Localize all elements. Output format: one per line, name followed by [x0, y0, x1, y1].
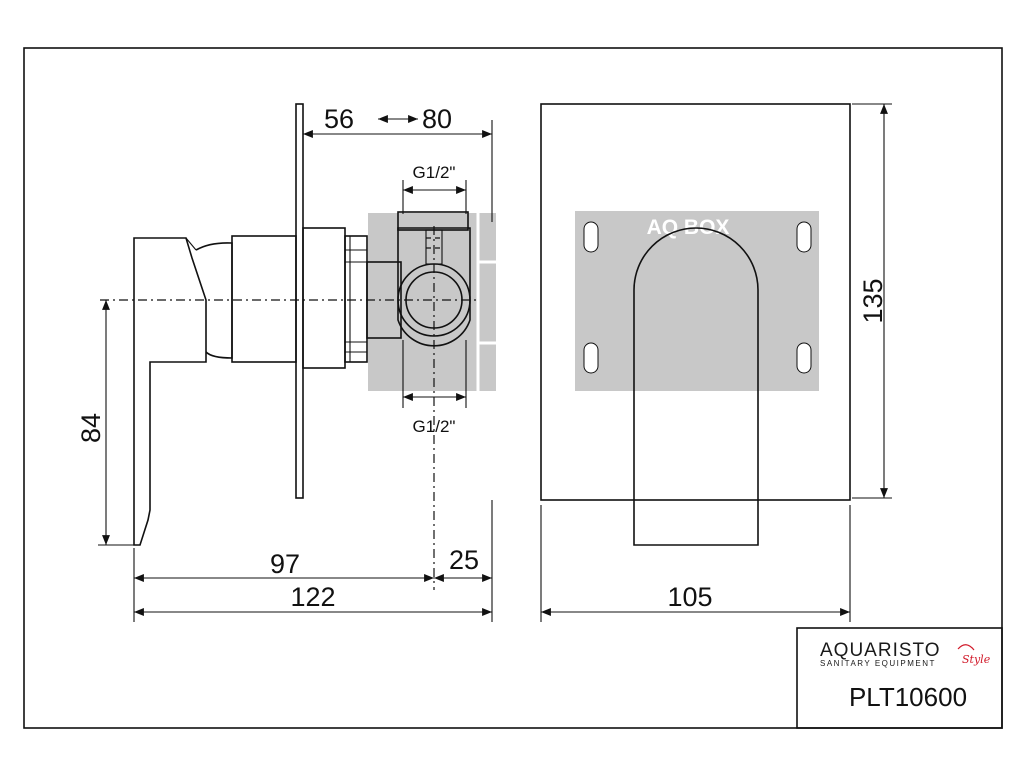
cartridge-nut	[344, 235, 368, 363]
install-box-side	[368, 213, 496, 391]
dim-122: 122	[290, 582, 335, 612]
dim-56: 56	[324, 104, 354, 134]
brand-name: AQUARISTO	[820, 640, 941, 661]
dim-80: 80	[422, 104, 452, 134]
dim-105: 105	[667, 582, 712, 612]
wall-plate-side	[295, 103, 304, 499]
thread-label-top: G1/2"	[413, 163, 456, 182]
dim-84: 84	[76, 413, 106, 443]
dim-135: 135	[858, 278, 888, 323]
side-view	[133, 103, 496, 546]
cartridge-sleeve	[302, 227, 346, 369]
thread-label-bottom: G1/2"	[413, 417, 456, 436]
cover-plate	[540, 103, 851, 501]
dim-97: 97	[270, 549, 300, 579]
dim-plate-width: 105	[540, 505, 851, 622]
front-view: AQ BOX	[540, 103, 851, 546]
title-block: AQUARISTO SANITARY EQUIPMENT Style PLT10…	[796, 627, 1003, 729]
dim-25: 25	[449, 545, 479, 575]
product-code: PLT10600	[849, 682, 967, 712]
dim-lengths: 97 25 122	[133, 500, 493, 622]
brand-subtitle: SANITARY EQUIPMENT	[820, 659, 936, 668]
dim-thread-bottom: G1/2"	[402, 340, 467, 436]
drawing-frame	[23, 47, 1003, 729]
dim-depth-range: 56 80	[303, 104, 493, 222]
brand-script: Style	[962, 653, 991, 666]
handle-lever	[133, 237, 207, 546]
aq-box-label: AQ BOX	[647, 216, 730, 239]
handle-front	[633, 227, 759, 546]
brand-swoosh-icon	[957, 644, 975, 651]
valve-body	[397, 227, 471, 347]
brand-logo: AQUARISTO SANITARY EQUIPMENT Style	[820, 640, 991, 668]
cartridge-body	[231, 235, 297, 363]
dim-handle-height: 84	[76, 300, 134, 546]
dim-thread-top: G1/2"	[402, 163, 467, 214]
dim-plate-height: 135	[852, 103, 892, 499]
aq-box: AQ BOX	[575, 211, 819, 391]
